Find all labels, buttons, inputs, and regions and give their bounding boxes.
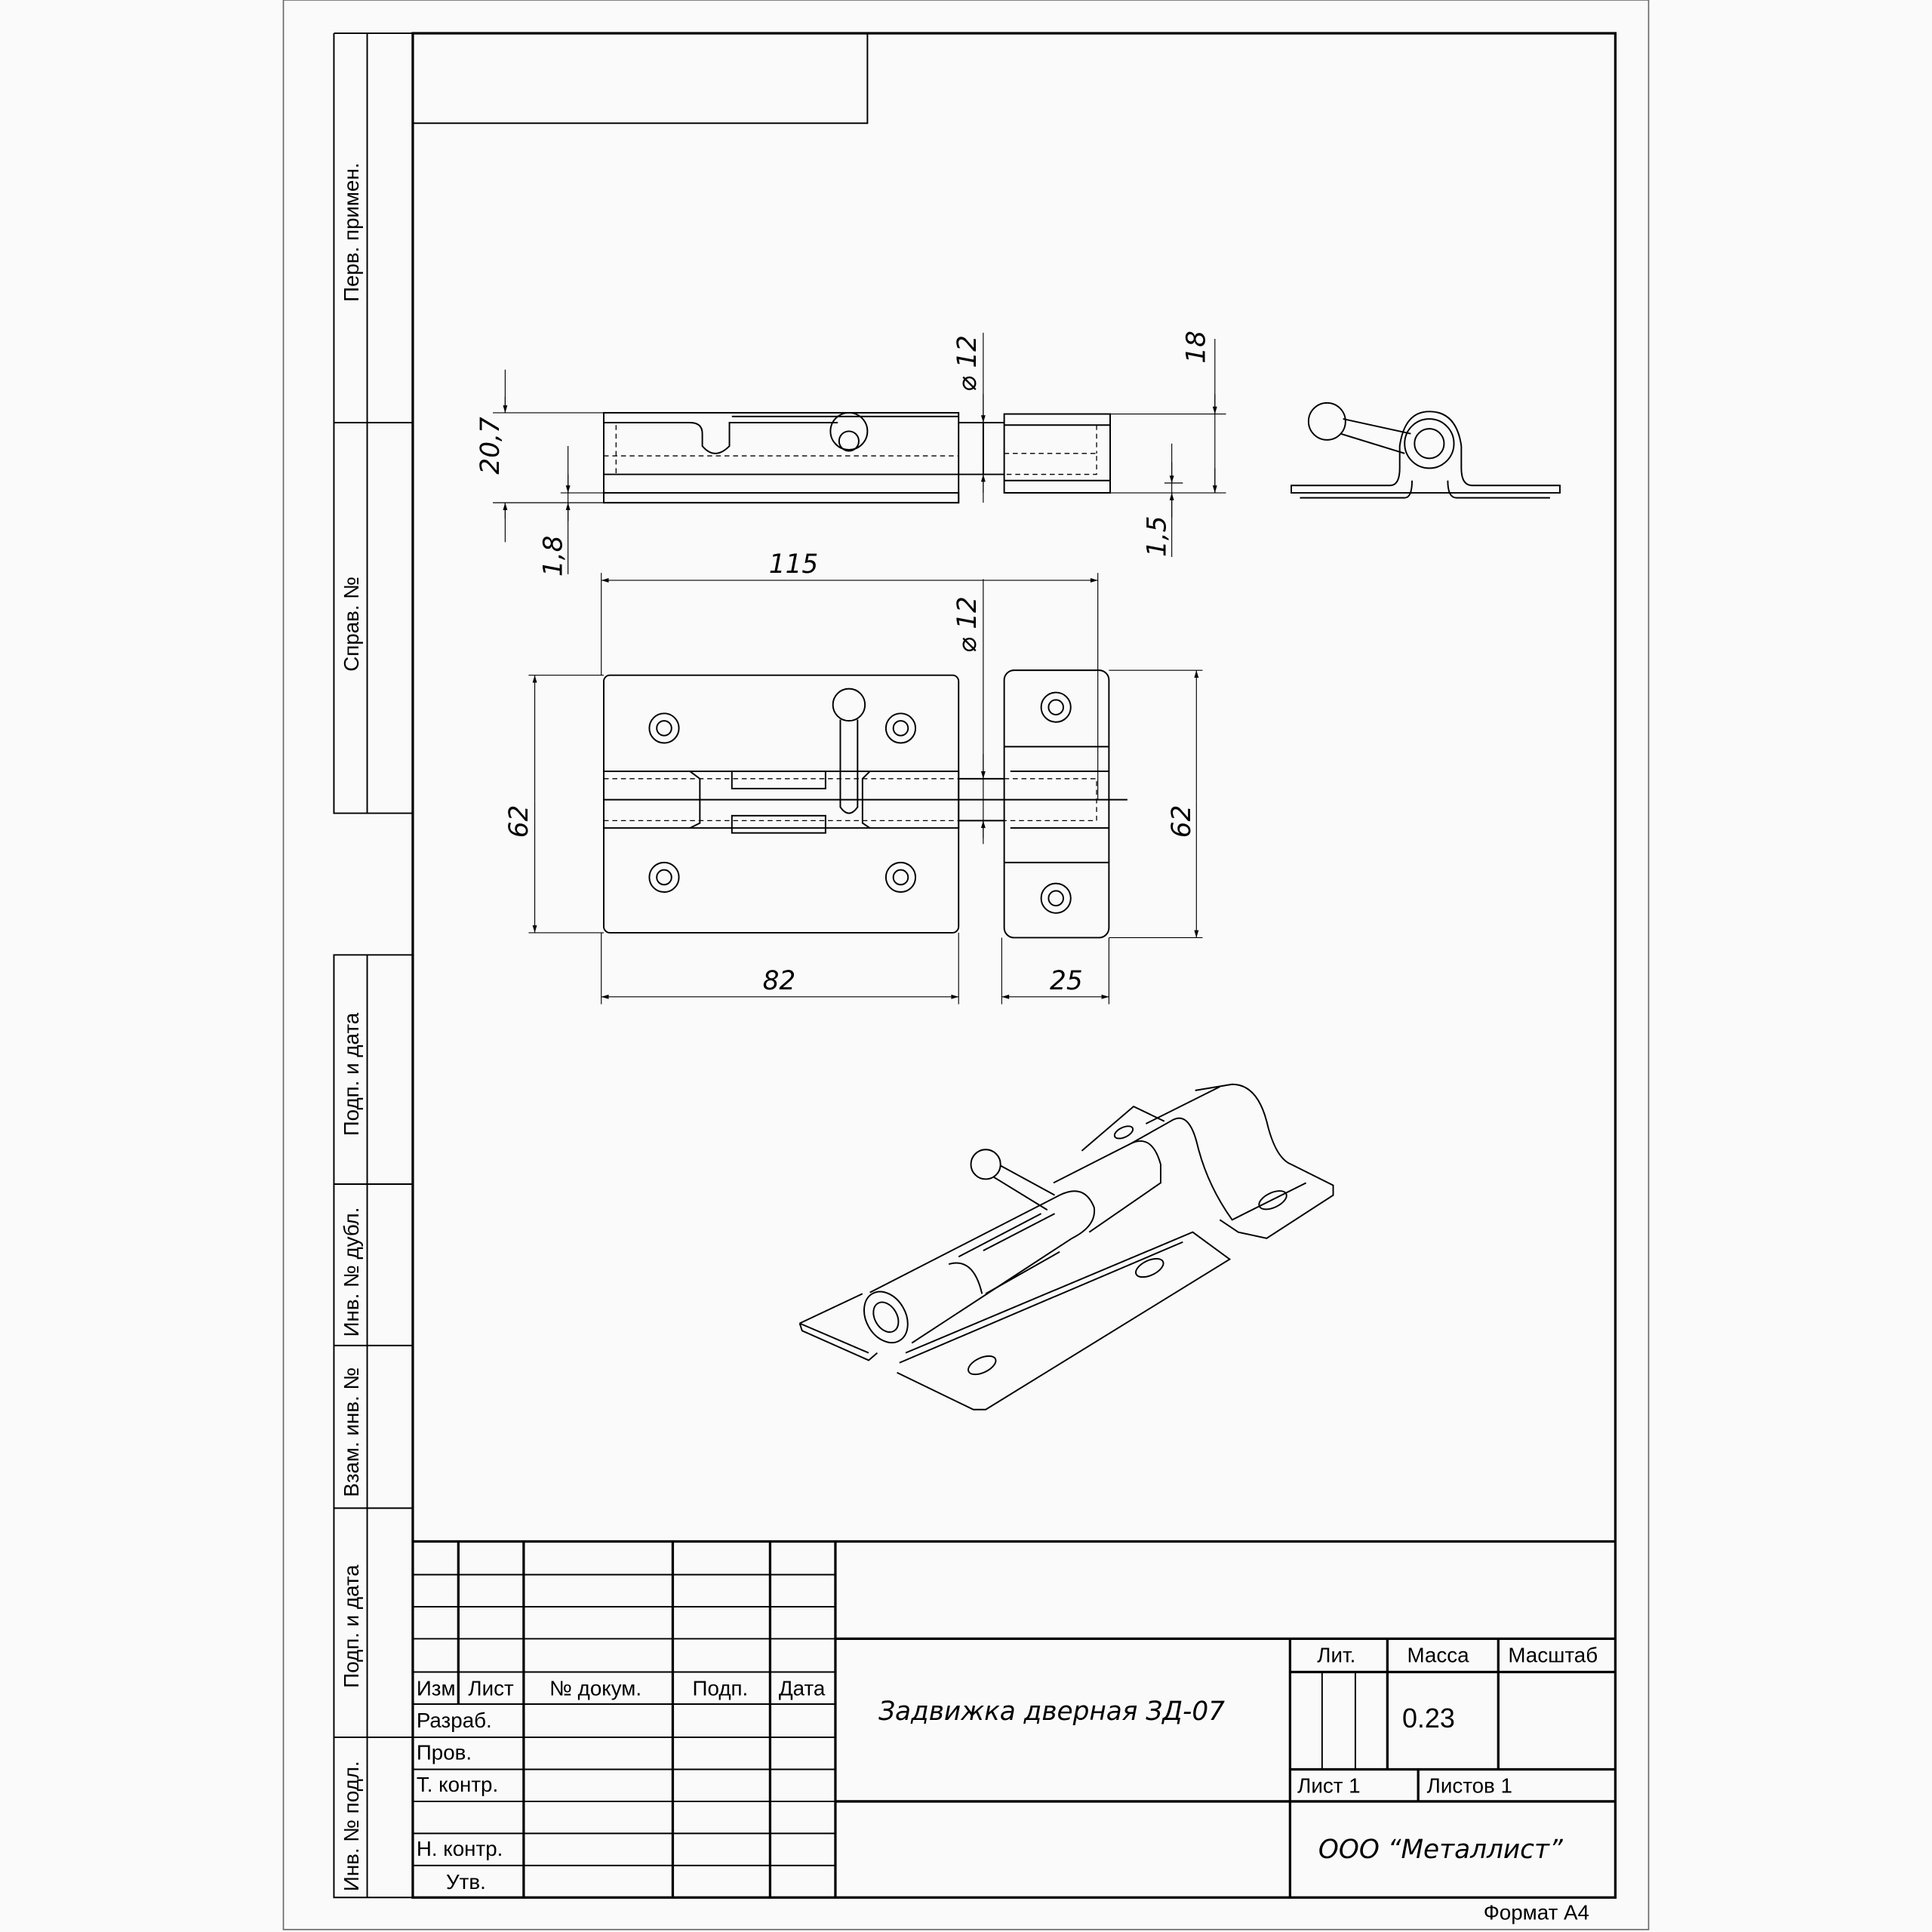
header-izm: Изм.: [417, 1677, 461, 1700]
side-view: [1291, 401, 1561, 499]
dim-1-8: 1,8: [538, 536, 568, 577]
mass-value: 0.23: [1402, 1703, 1455, 1734]
role-n-kontr: Н. контр.: [417, 1837, 503, 1860]
dim-62-right: 62: [1167, 805, 1197, 838]
side-strip-upper: Перв. примен. Справ. №: [333, 32, 413, 814]
role-prov: Пров.: [417, 1740, 472, 1764]
header-doc-no: № докум.: [549, 1677, 641, 1700]
dim-20-7: 20,7: [475, 417, 506, 474]
dim-82: 82: [763, 966, 796, 996]
inv-podl-label: Инв. № подл.: [340, 1761, 363, 1891]
role-razrab: Разраб.: [417, 1709, 492, 1732]
title-block: Изм. Лист № докум. Подп. Дата Разраб. Пр…: [412, 1540, 1616, 1924]
header-podp: Подп.: [693, 1677, 749, 1700]
vzam-inv-label: Взам. инв. №: [340, 1367, 363, 1497]
lit-label: Лит.: [1317, 1643, 1355, 1666]
plan-view: 115 ⌀ 12 62 62 82 25: [504, 549, 1203, 1004]
side-strip-lower: Подп. и дата Инв. № дубл. Взам. инв. № П…: [333, 954, 414, 1899]
header-data: Дата: [779, 1677, 826, 1700]
dim-25: 25: [1050, 966, 1083, 996]
sheets-total: Листов 1: [1427, 1774, 1512, 1798]
inv-dubl-label: Инв. № дубл.: [340, 1208, 363, 1337]
screw-holes: [648, 691, 1072, 914]
sprav-no-label: Справ. №: [340, 577, 363, 672]
sheet-number: Лист 1: [1297, 1774, 1360, 1798]
format-label: Формат А4: [1484, 1901, 1589, 1924]
dim-1-5: 1,5: [1142, 515, 1172, 557]
isometric-view: [798, 1083, 1334, 1411]
front-view: 20,7 1,8 ⌀ 12 18 1,5: [475, 331, 1226, 577]
mass-label: Масса: [1407, 1643, 1469, 1666]
perv-primen-label: Перв. примен.: [340, 163, 363, 302]
podp-data-label-2: Подп. и дата: [340, 1564, 363, 1688]
sheet-outer-border: [282, 0, 1650, 1930]
document-title: Задвижка дверная ЗД-07: [878, 1697, 1225, 1727]
company-name: ООО “Металлист”: [1318, 1835, 1563, 1865]
top-left-box: [411, 32, 869, 125]
scale-label: Масштаб: [1508, 1643, 1598, 1666]
dim-62-left: 62: [504, 805, 534, 838]
dim-115: 115: [769, 549, 818, 580]
header-list: Лист: [468, 1677, 514, 1700]
role-utv: Утв.: [446, 1870, 486, 1894]
podp-data-label-1: Подп. и дата: [340, 1012, 363, 1136]
dim-dia-12-front: ⌀ 12: [952, 335, 983, 392]
role-t-kontr: Т. контр.: [417, 1773, 498, 1796]
dim-18: 18: [1182, 331, 1212, 364]
dim-dia-12-plan: ⌀ 12: [952, 596, 983, 653]
